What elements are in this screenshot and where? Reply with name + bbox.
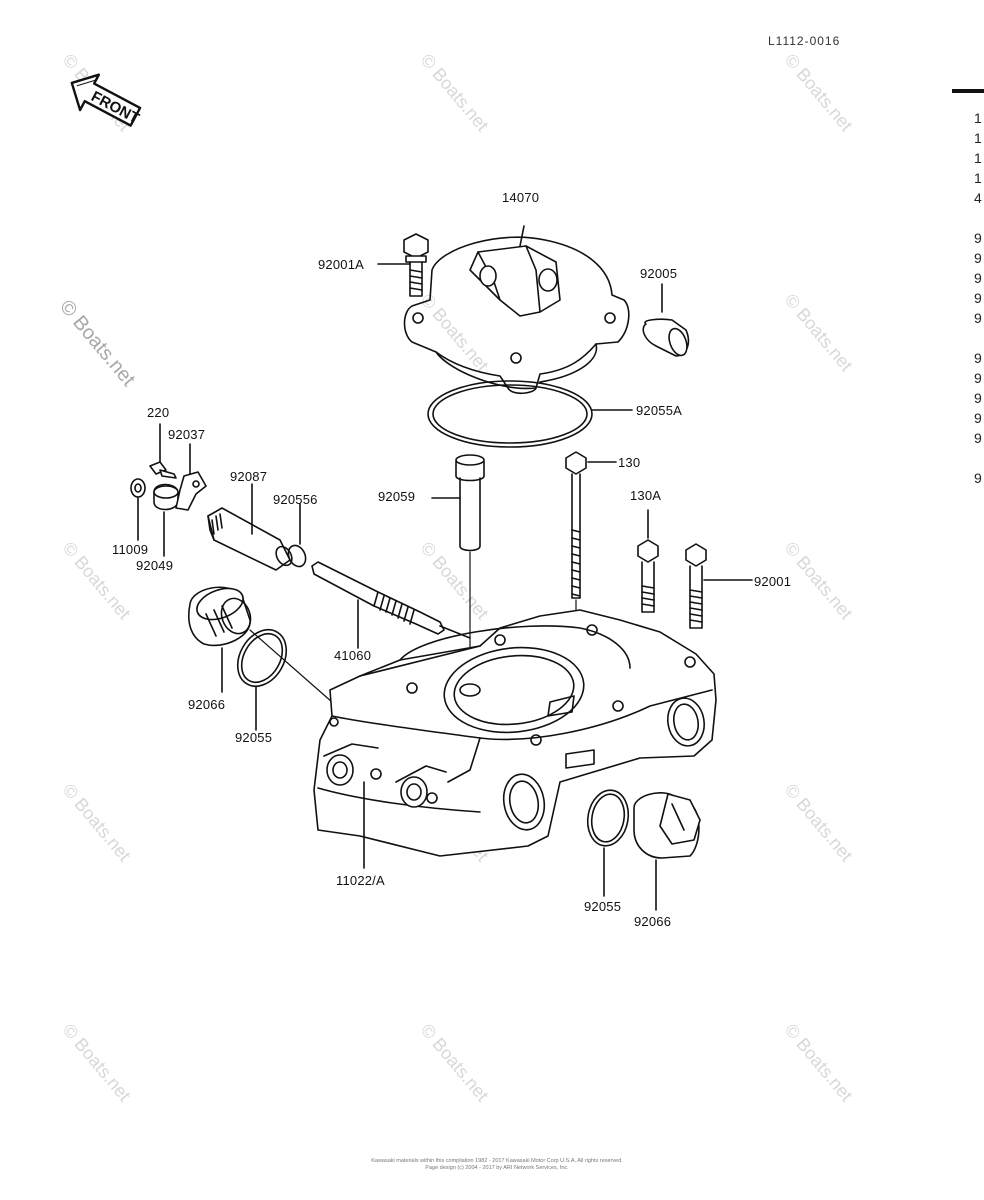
edge-char: 9 <box>974 350 982 366</box>
part-label-92087: 92087 <box>230 469 268 484</box>
part-label-92066-left: 92066 <box>188 697 226 712</box>
copyright-footer: Kawasaki materials within this compilati… <box>352 1158 642 1172</box>
part-label-130: 130 <box>618 455 641 470</box>
bolt-130 <box>565 451 617 765</box>
part-label-41060: 41060 <box>334 648 372 663</box>
screw-220 <box>149 423 177 479</box>
edge-char: 9 <box>974 270 982 286</box>
part-label-92055-left: 92055 <box>235 730 273 745</box>
part-label-92066-right: 92066 <box>634 914 672 929</box>
edge-char: 9 <box>974 410 982 426</box>
part-label-11022a: 11022/A <box>336 873 385 888</box>
part-label-92049: 92049 <box>136 558 174 573</box>
edge-char: 9 <box>974 230 982 246</box>
part-label-92001a: 92001A <box>318 257 365 272</box>
edge-char: 9 <box>974 390 982 406</box>
part-label-92055-right: 92055 <box>584 899 622 914</box>
copyright-line: Kawasaki materials within this compilati… <box>371 1158 623 1164</box>
part-label-92055a: 92055A <box>636 403 683 418</box>
edge-char: 4 <box>974 190 982 206</box>
edge-char: 9 <box>974 370 982 386</box>
part-label-92059: 92059 <box>378 489 416 504</box>
o-ring-920556 <box>287 503 307 568</box>
bolt-130a <box>637 509 659 613</box>
edge-char: 1 <box>974 170 982 186</box>
part-label-11009: 11009 <box>112 542 149 557</box>
plug-92066-left <box>188 586 333 703</box>
plug-92066-right <box>633 792 701 911</box>
o-ring-92055-right <box>586 789 630 897</box>
edge-char: 9 <box>974 310 982 326</box>
gear-92049 <box>153 483 179 557</box>
document-code: L1112-0016 <box>768 34 841 48</box>
plate-92037 <box>175 443 207 511</box>
copyright-line: Page design (c) 2004 - 2017 by ARI Netwo… <box>425 1165 569 1171</box>
shaft-41060 <box>311 561 471 649</box>
edge-char: 1 <box>974 130 982 146</box>
edge-char: 9 <box>974 290 982 306</box>
edge-rule <box>952 89 984 93</box>
o-ring-92055a <box>427 380 633 448</box>
cylinder-head <box>313 609 717 869</box>
washer-11009 <box>130 478 146 541</box>
front-arrow-icon: FRONT <box>70 73 142 127</box>
o-ring-92055-left <box>236 628 288 731</box>
cut-off-parts-list: 1 1 1 1 4 9 9 9 9 9 9 9 9 9 9 9 <box>974 108 982 488</box>
edge-char: 9 <box>974 470 982 486</box>
edge-char: 9 <box>974 430 982 446</box>
part-label-92005: 92005 <box>640 266 678 281</box>
bolt-92001a <box>377 233 429 297</box>
part-label-92055b: 920556 <box>273 492 318 507</box>
part-label-220: 220 <box>147 405 170 420</box>
edge-char: 1 <box>974 150 982 166</box>
part-label-92001: 92001 <box>754 574 792 589</box>
edge-char: 9 <box>974 250 982 266</box>
cap-92005 <box>642 283 690 357</box>
part-label-92037: 92037 <box>168 427 206 442</box>
part-label-130a: 130A <box>630 488 662 503</box>
part-label-14070: 14070 <box>502 190 540 205</box>
bolt-92001 <box>685 543 753 629</box>
edge-char: 1 <box>974 110 982 126</box>
cylinder-head-cover <box>403 225 630 395</box>
